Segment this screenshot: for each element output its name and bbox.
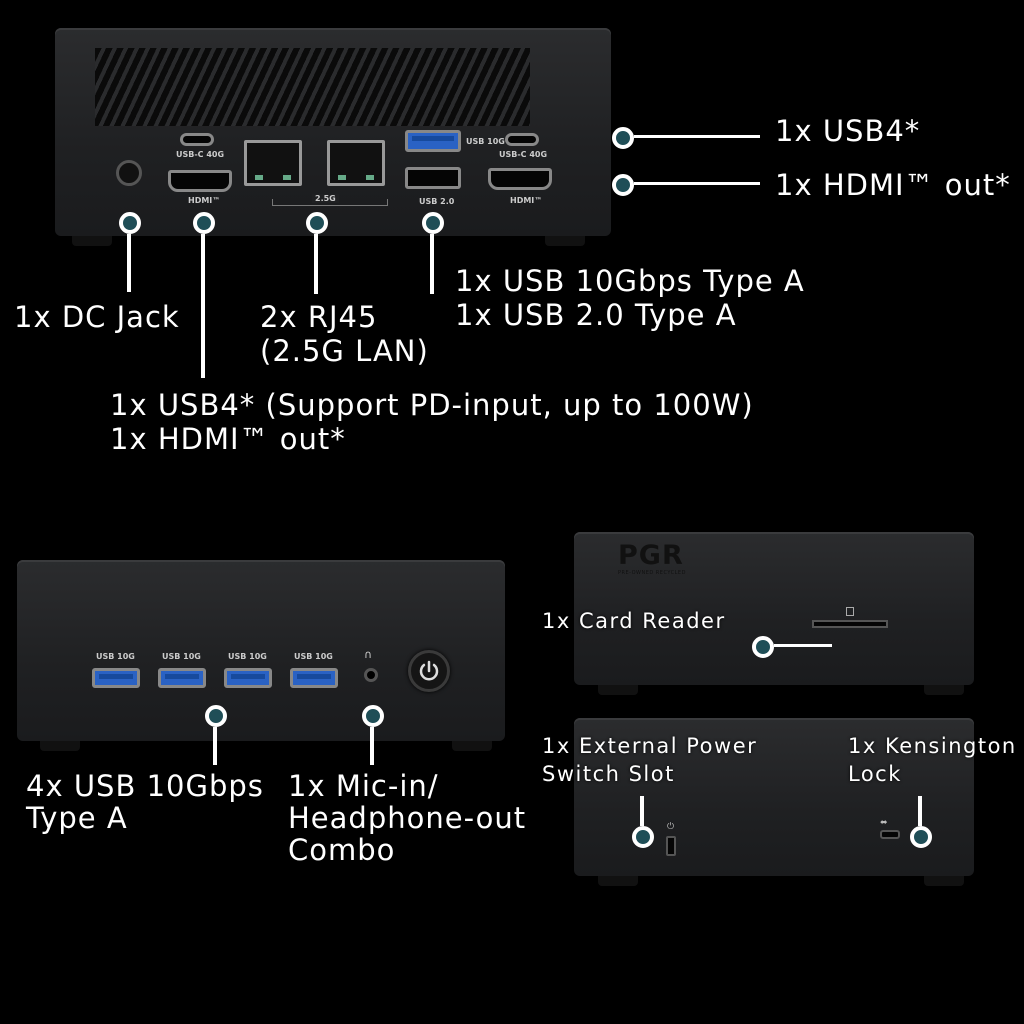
kensington-icon: ⬌ xyxy=(880,818,888,828)
rj45-callout: 2x RJ45 (2.5G LAN) xyxy=(260,300,429,368)
callout-line xyxy=(640,796,644,826)
dc-jack-port xyxy=(116,160,142,186)
device-foot xyxy=(598,685,638,695)
device-foot xyxy=(545,236,585,246)
callout-line xyxy=(127,234,131,292)
callout-dot xyxy=(362,705,384,727)
brand-logo: PGR xyxy=(618,540,684,571)
front-usb-port-3 xyxy=(224,668,272,688)
usb4-right-callout: 1x USB4* xyxy=(775,114,921,148)
front-usb-port-1 xyxy=(92,668,140,688)
front-usb-label-2: USB 10G xyxy=(162,652,201,661)
callout-line xyxy=(634,135,760,138)
callout-line xyxy=(213,727,217,765)
callout-dot xyxy=(752,636,774,658)
callout-dot xyxy=(612,174,634,196)
callout-line xyxy=(918,796,922,826)
callout-line xyxy=(774,644,832,647)
usbc-port-right xyxy=(505,133,539,146)
lan-label: 2.5G xyxy=(312,194,339,203)
usb-a-callout: 1x USB 10Gbps Type A 1x USB 2.0 Type A xyxy=(455,264,805,332)
callout-dot xyxy=(205,705,227,727)
front-usb-label-1: USB 10G xyxy=(96,652,135,661)
usbc-40g-left-label: USB-C 40G xyxy=(176,150,225,159)
usbc-40g-right-label: USB-C 40G xyxy=(499,150,548,159)
device-foot xyxy=(598,876,638,886)
callout-dot xyxy=(306,212,328,234)
power-switch-icon: ⏻ xyxy=(667,822,675,832)
power-icon xyxy=(419,660,439,681)
audio-jack-port xyxy=(364,668,378,682)
rj45-port-2 xyxy=(327,140,385,186)
audio-callout: 1x Mic-in/ Headphone-out Combo xyxy=(288,769,527,867)
dc-jack-callout: 1x DC Jack xyxy=(14,300,180,334)
hdmi-right-callout: 1x HDMI™ out* xyxy=(775,168,1011,202)
side-top-device xyxy=(574,532,974,685)
rear-vent-grille xyxy=(95,48,530,126)
usb-20-port-rear xyxy=(405,167,461,189)
callout-line xyxy=(370,727,374,765)
callout-line xyxy=(201,234,205,378)
rj45-port-1 xyxy=(244,140,302,186)
callout-dot xyxy=(193,212,215,234)
front-usb-port-4 xyxy=(290,668,338,688)
callout-line xyxy=(430,234,434,294)
hdmi-port-right xyxy=(488,168,552,190)
device-foot xyxy=(72,236,112,246)
device-foot xyxy=(924,685,964,695)
front-usb-label-3: USB 10G xyxy=(228,652,267,661)
usbc-port-left xyxy=(180,133,214,146)
hdmi-left-label: HDMI™ xyxy=(188,196,221,205)
device-foot xyxy=(452,741,492,751)
device-foot xyxy=(40,741,80,751)
kensington-lock-slot xyxy=(880,830,900,839)
hdmi-right-label: HDMI™ xyxy=(510,196,543,205)
power-button[interactable] xyxy=(408,650,450,692)
power-switch-callout: 1x External Power Switch Slot xyxy=(542,734,758,786)
lan-bracket xyxy=(272,199,388,206)
front-usb-label-4: USB 10G xyxy=(294,652,333,661)
callout-dot xyxy=(910,826,932,848)
usb-20-rear-label: USB 2.0 xyxy=(419,197,455,206)
card-reader-callout: 1x Card Reader xyxy=(542,609,726,633)
sd-card-icon xyxy=(846,607,854,616)
power-switch-slot xyxy=(666,836,676,856)
front-usb-port-2 xyxy=(158,668,206,688)
hdmi-port-left xyxy=(168,170,232,192)
callout-line xyxy=(314,234,318,294)
usb4-left-callout: 1x USB4* (Support PD-input, up to 100W) … xyxy=(110,388,754,456)
usb-10g-rear-label: USB 10G xyxy=(466,137,505,146)
brand-logo-subtitle: PRE-OWNED RECYCLED xyxy=(618,570,686,576)
card-reader-slot xyxy=(812,620,888,628)
callout-dot xyxy=(632,826,654,848)
callout-dot xyxy=(422,212,444,234)
headphone-icon: ∩ xyxy=(364,648,373,661)
device-foot xyxy=(924,876,964,886)
callout-dot xyxy=(612,127,634,149)
kensington-callout: 1x Kensington Lock xyxy=(848,734,1017,786)
callout-dot xyxy=(119,212,141,234)
usb-10g-port-rear xyxy=(405,130,461,152)
front-usb-callout: 4x USB 10Gbps Type A xyxy=(26,769,264,835)
callout-line xyxy=(634,182,760,185)
